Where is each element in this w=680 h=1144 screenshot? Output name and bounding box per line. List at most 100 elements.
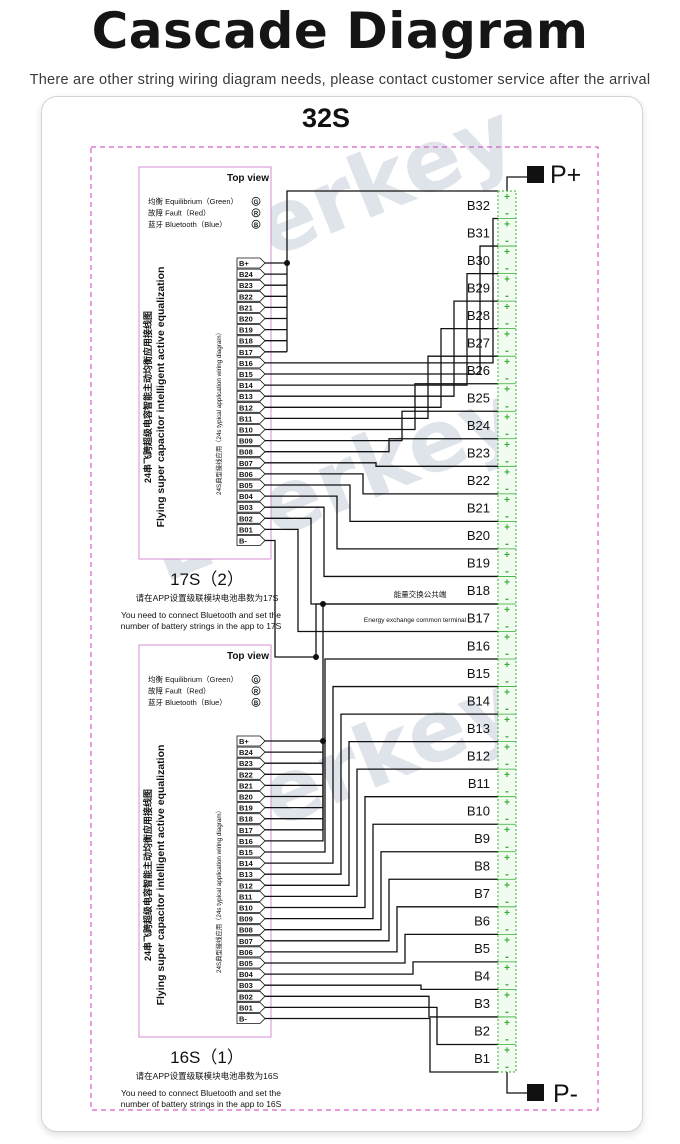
pin-connector [236, 891, 266, 902]
app-note-cn: 请在APP设置级联模块电池串数为16S [136, 1071, 279, 1081]
cell-plus-sign: + [504, 825, 510, 836]
upper-balance-wire [265, 473, 498, 495]
pin-connector [236, 268, 266, 280]
pin-label: B16 [239, 359, 253, 368]
battery-label: B32 [467, 198, 490, 213]
indicator-letter: G [254, 678, 259, 684]
battery-label: B14 [467, 693, 490, 708]
pin-label: B05 [239, 959, 253, 968]
cell-plus-sign: + [504, 467, 510, 478]
battery-label: B10 [467, 803, 490, 818]
battery-label: B17 [467, 611, 490, 626]
upper-balance-wire [265, 217, 498, 364]
battery-label: B26 [467, 363, 490, 378]
cell-plus-sign: + [504, 798, 510, 809]
pin-label: B20 [239, 315, 253, 324]
pin-connector [236, 357, 266, 369]
pin-connector [236, 512, 266, 524]
upper-balance-wire [265, 410, 498, 442]
battery-label: B1 [474, 1051, 490, 1066]
upper-balance-wire [265, 355, 498, 420]
cell-plus-sign: + [504, 192, 510, 203]
junction-dot [313, 654, 319, 660]
pin-connector [236, 957, 266, 969]
pin-connector [236, 824, 266, 836]
battery-label: B4 [474, 969, 490, 984]
battery-label: B20 [467, 528, 490, 543]
battery-label: B23 [467, 446, 490, 461]
pin-label: B11 [239, 892, 252, 901]
pin-label: B08 [239, 926, 253, 935]
pin-connector [236, 868, 266, 880]
cell-minus-sign: - [505, 455, 509, 467]
cell-plus-sign: + [504, 522, 510, 533]
pin-connector [236, 913, 266, 924]
upper-balance-wire [265, 328, 498, 408]
pin-label: B04 [239, 970, 254, 979]
pin-label: B16 [239, 837, 253, 846]
battery-label: B24 [467, 418, 490, 433]
pin-connector [236, 802, 266, 813]
pin-connector [236, 501, 266, 513]
negative-lead [506, 1072, 527, 1094]
cell-plus-sign: + [504, 220, 510, 231]
terminals: P+P- [527, 161, 581, 1108]
app-note-en-line2: number of battery strings in the app to … [121, 1099, 282, 1109]
indicator-led-icon [251, 697, 261, 707]
indicator-label: 蓝牙 Bluetooth（Blue） [148, 219, 227, 229]
pin-connector [236, 413, 266, 424]
cell-plus-sign: + [504, 275, 510, 286]
negative-terminal-block [527, 1084, 544, 1101]
pin-label: B24 [239, 270, 254, 279]
cell-minus-sign: - [505, 1033, 509, 1045]
pin-connector [236, 990, 266, 1002]
product-title-cn: 24串飞跨超级电容智能主动均衡应用接线图 [142, 311, 153, 483]
indicator-label: 均衡 Equilibrium（Green） [148, 196, 238, 206]
cell-minus-sign: - [505, 263, 509, 275]
pin-label: B12 [239, 881, 253, 890]
pin-label: B14 [239, 381, 254, 390]
battery-label: B12 [467, 748, 490, 763]
pin-label: B13 [239, 870, 253, 879]
cell-plus-sign: + [504, 412, 510, 423]
battery-label: B7 [474, 886, 490, 901]
top-view-label: Top view [227, 651, 269, 662]
indicator-led-icon [251, 219, 261, 229]
pin-connector [236, 979, 266, 991]
positive-lead [506, 176, 527, 191]
pin-label: B01 [239, 525, 253, 534]
pin-label: B10 [239, 426, 253, 435]
pin-connector [236, 279, 266, 291]
battery-label: B6 [474, 914, 490, 929]
pin-label: B01 [239, 1003, 253, 1012]
cell-minus-sign: - [505, 428, 509, 440]
lower-b16-wire [265, 603, 324, 842]
cell-plus-sign: + [504, 440, 510, 451]
cell-plus-sign: + [504, 963, 510, 974]
lower-balance-wire [265, 906, 498, 953]
battery-label: B3 [474, 996, 490, 1011]
cell-minus-sign: - [505, 1061, 509, 1073]
cell-minus-sign: - [505, 648, 509, 660]
pin-label: B+ [239, 259, 249, 268]
pin-connector [236, 535, 266, 546]
lower-bminus-wire [265, 1017, 498, 1073]
pin-connector [236, 846, 266, 858]
common-terminal-label-cn: 能量交换公共端 [394, 589, 447, 599]
lower-balance-wire [265, 796, 498, 909]
pin-connector [236, 813, 266, 825]
pin-connector [236, 313, 266, 324]
app-note-en-line2: number of battery strings in the app to … [121, 621, 282, 631]
upper-balance-wire [265, 462, 498, 467]
lower-balance-wire [265, 1006, 498, 1046]
pin-connector [236, 468, 266, 480]
indicator-letter: R [254, 212, 259, 218]
junction-dot [320, 600, 326, 607]
cell-plus-sign: + [504, 633, 510, 644]
battery-label: B9 [474, 831, 490, 846]
top-view-label: Top view [227, 173, 269, 184]
cell-minus-sign: - [505, 483, 509, 495]
battery-label: B31 [467, 225, 490, 240]
upper-balance-wire [265, 495, 498, 550]
